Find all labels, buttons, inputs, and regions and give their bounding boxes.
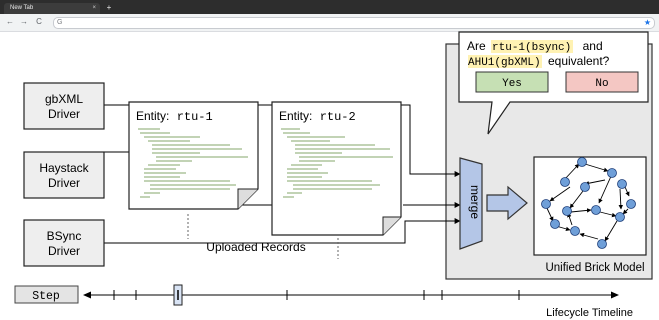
unified-brick-model: Unified Brick Model: [533, 156, 647, 274]
yes-button-label: Yes: [502, 78, 522, 90]
entity-document-rtu-2[interactable]: Entity: rtu-2: [271, 101, 402, 236]
reload-button[interactable]: C: [36, 17, 42, 26]
json-lines: [281, 128, 393, 198]
merge-block: merge: [459, 157, 483, 250]
bsync-driver-line2: Driver: [48, 244, 80, 258]
forward-button[interactable]: →: [20, 17, 28, 26]
term-2-highlight: [468, 55, 542, 68]
gbxml-driver: gbXML Driver: [23, 82, 105, 130]
browser-tab-bar: New Tab × +: [0, 0, 659, 14]
uploaded-records-label: Uploaded Records: [206, 240, 305, 254]
question-term-2: AHU1(gbXML): [468, 57, 541, 69]
gbxml-driver-line2: Driver: [48, 107, 80, 121]
equivalence-question-callout: Are rtu-1(bsync) and AHU1(gbXML) equival…: [458, 31, 649, 135]
model-label: Unified Brick Model: [545, 262, 644, 274]
timeline-ticks: [113, 290, 520, 300]
haystack-driver-line1: Haystack: [39, 161, 89, 175]
gbxml-driver-line1: gbXML: [45, 92, 83, 106]
entity-2-label: Entity:: [279, 109, 312, 123]
question-term-1: rtu-1(bsync): [492, 42, 571, 54]
bsync-driver-line1: BSync: [47, 229, 82, 243]
question-are: Are: [467, 39, 486, 53]
record-drop-lines: [187, 214, 339, 259]
step-button-label: Step: [32, 290, 60, 303]
question-and: and: [583, 39, 603, 53]
browser-toolbar: ← → C G ★: [0, 14, 659, 32]
entity-1-title: Entity: rtu-1: [136, 109, 213, 124]
yes-button[interactable]: Yes: [475, 71, 549, 93]
no-button-label: No: [595, 78, 608, 90]
step-button[interactable]: [14, 285, 79, 304]
new-tab-button[interactable]: +: [106, 3, 112, 12]
entity-2-id: rtu-2: [320, 110, 356, 124]
haystack-driver-line2: Driver: [48, 176, 80, 190]
entity-document-rtu-1[interactable]: Entity: rtu-1: [128, 101, 259, 210]
timeline-left-arrowhead: [83, 291, 91, 299]
timeline-right-arrowhead: [611, 291, 619, 299]
entity-2-title: Entity: rtu-2: [279, 109, 356, 124]
address-bar[interactable]: G ★: [53, 17, 655, 29]
no-button[interactable]: No: [565, 71, 639, 93]
tab-title: New Tab: [10, 5, 34, 11]
tab-close-icon[interactable]: ×: [92, 5, 96, 11]
question-line-1: Are rtu-1(bsync) and: [467, 39, 603, 54]
haystack-driver: Haystack Driver: [23, 151, 105, 199]
json-lines: [138, 128, 248, 198]
star-icon[interactable]: ★: [643, 18, 651, 27]
term-1-highlight: [491, 40, 573, 53]
question-line-2: AHU1(gbXML) equivalent?: [468, 54, 610, 69]
timeline-caption: Lifecycle Timeline: [546, 307, 633, 319]
entity-1-id: rtu-1: [177, 110, 213, 124]
entity-1-label: Entity:: [136, 109, 169, 123]
back-button[interactable]: ←: [6, 17, 14, 26]
browser-tab[interactable]: New Tab ×: [4, 3, 100, 14]
pipeline-diagram: gbXML Driver Haystack Driver BSync Drive…: [14, 31, 653, 319]
search-engine-icon: G: [57, 19, 63, 26]
graph-nodes: [541, 157, 636, 249]
bsync-driver: BSync Driver: [23, 219, 105, 267]
merge-label: merge: [468, 185, 482, 219]
merge-output-arrow: [486, 185, 528, 221]
lifecycle-timeline: Step Lifecycle Timeline: [14, 284, 633, 319]
question-tail: equivalent?: [548, 54, 610, 68]
